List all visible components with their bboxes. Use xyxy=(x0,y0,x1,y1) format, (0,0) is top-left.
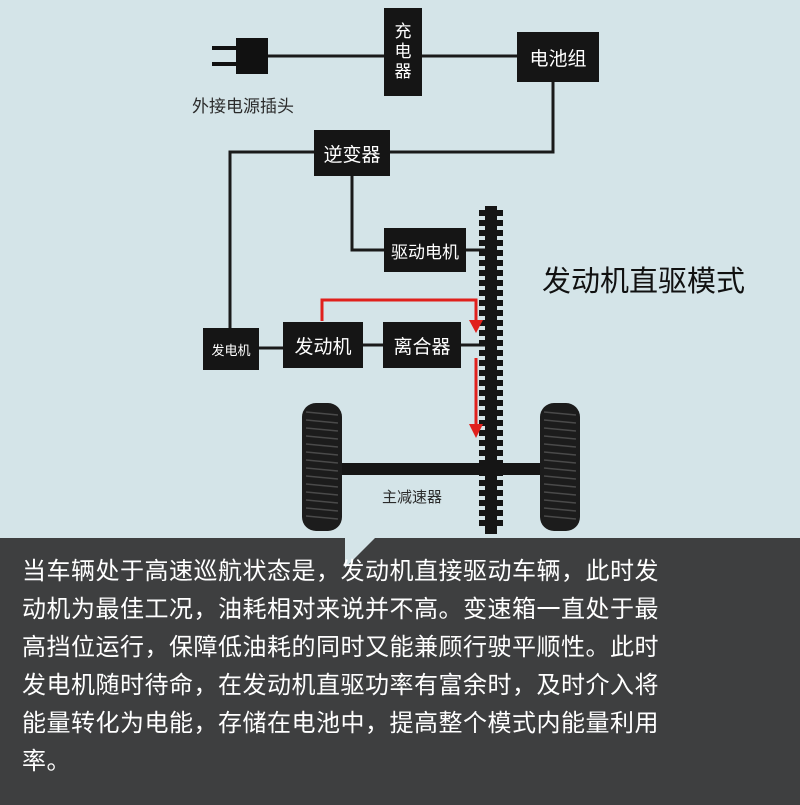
line-battery-inverter xyxy=(388,80,555,154)
right-wheel xyxy=(540,403,580,531)
inverter-box: 逆变器 xyxy=(314,130,390,176)
left-wheel xyxy=(302,403,342,531)
drive-motor-box: 驱动电机 xyxy=(384,228,466,272)
axle xyxy=(335,463,545,475)
external-plug-label: 外接电源插头 xyxy=(192,97,294,117)
caption-line: 能量转化为电能，存储在电池中，提高整个模式内能量利用 xyxy=(22,709,659,737)
clutch-box: 离合器 xyxy=(383,322,461,368)
caption-text: 当车辆处于高速巡航状态是，发动机直接驱动车辆，此时发 动机为最佳工况，油耗相对来… xyxy=(22,552,782,780)
connection-lines xyxy=(212,38,580,534)
caption-line: 发电机随时待命，在发动机直驱功率有富余时，及时介入将 xyxy=(22,671,659,699)
transmission-gear-shaft xyxy=(479,206,503,534)
caption-line: 动机为最佳工况，油耗相对来说并不高。变速箱一直处于最 xyxy=(22,595,659,623)
caption-panel: 当车辆处于高速巡航状态是，发动机直接驱动车辆，此时发 动机为最佳工况，油耗相对来… xyxy=(0,538,800,805)
power-flow-arrow xyxy=(320,298,483,438)
caption-line: 当车辆处于高速巡航状态是，发动机直接驱动车辆，此时发 xyxy=(22,557,659,585)
battery-pack-box: 电池组 xyxy=(517,32,599,82)
generator-box: 发电机 xyxy=(203,328,259,370)
caption-line: 率。 xyxy=(22,747,71,775)
power-plug-icon xyxy=(212,38,268,74)
caption-line: 高挡位运行，保障低油耗的同时又能兼顾行驶平顺性。此时 xyxy=(22,633,659,661)
charger-box: 充 电 器 xyxy=(384,8,422,96)
mode-title: 发动机直驱模式 xyxy=(542,264,746,298)
final-drive-label: 主减速器 xyxy=(382,488,443,506)
line-inverter-motor xyxy=(350,174,386,252)
engine-box: 发动机 xyxy=(283,322,363,368)
powertrain-diagram: 充 电 器 电池组 外接电源插头 逆变器 驱动电机 发电机 发动机 离合器 主减… xyxy=(192,8,746,534)
line-inverter-generator xyxy=(228,150,316,328)
